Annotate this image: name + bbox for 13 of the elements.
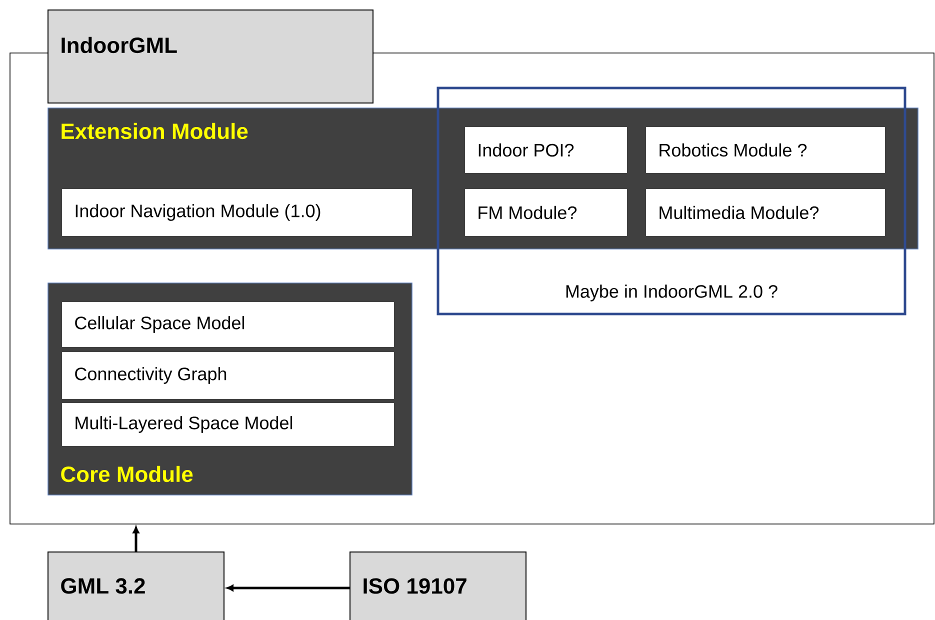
component-box: Connectivity Graph	[62, 352, 394, 399]
component-box: Multimedia Module?	[646, 189, 885, 236]
component-box: Robotics Module ?	[646, 127, 885, 173]
standard-box: GML 3.2	[48, 552, 224, 620]
arrow	[226, 584, 350, 592]
component-box: Multi-Layered Space Model	[62, 403, 394, 446]
node-label: IndoorGML	[62, 36, 177, 54]
component-box: Indoor Navigation Module (1.0)	[62, 189, 412, 236]
standard-box: ISO 19107	[350, 552, 526, 620]
arrow	[132, 526, 140, 552]
component-box: Indoor POI?	[465, 127, 627, 173]
component-box: Cellular Space Model	[62, 302, 394, 347]
component-box: FM Module?	[465, 189, 627, 236]
